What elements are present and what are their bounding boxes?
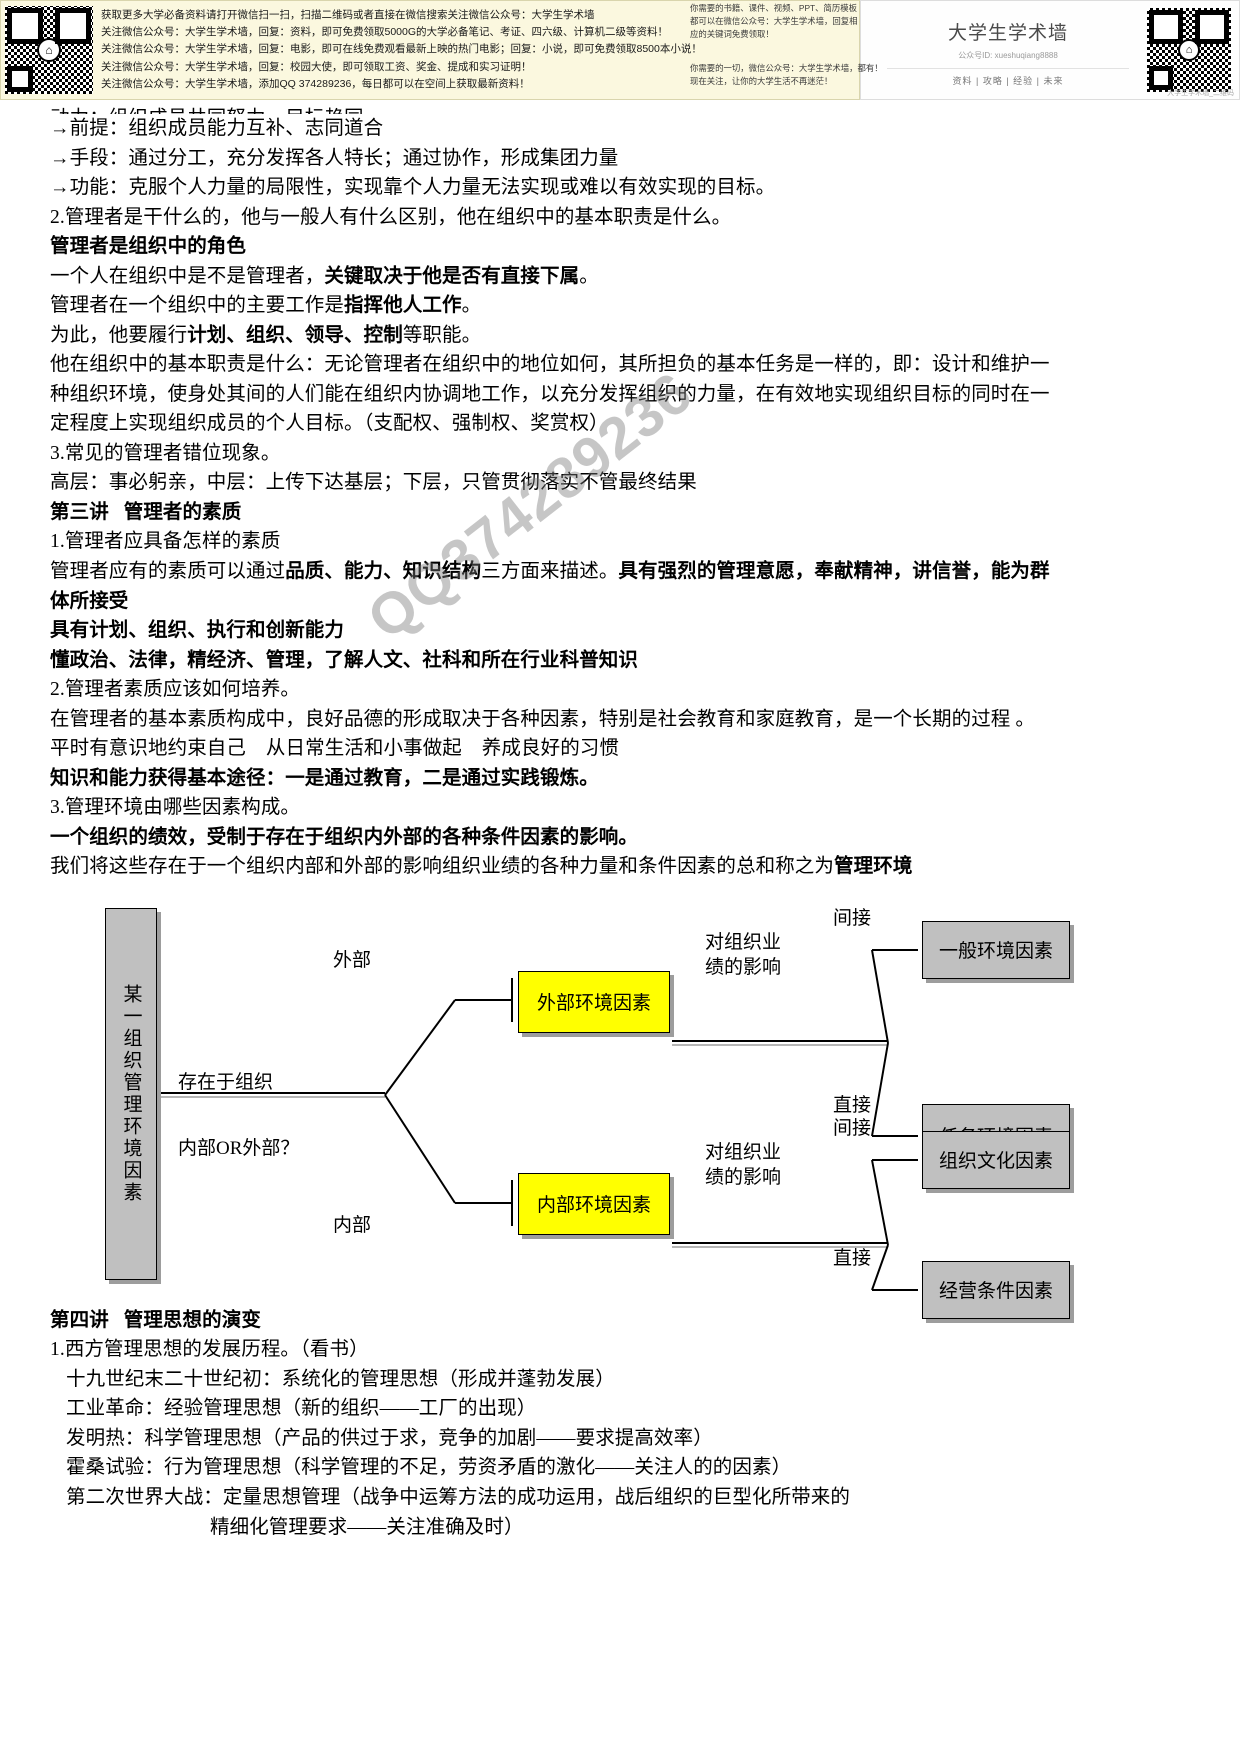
account-nav-links[interactable]: 资料 | 攻略 | 经验 | 未来 bbox=[952, 75, 1064, 86]
text-line: 2.管理者素质应该如何培养。 bbox=[50, 679, 301, 701]
qr-center-logo-icon: ⌂ bbox=[1178, 39, 1200, 61]
text-line: 1.管理者应具备怎样的素质 bbox=[50, 531, 281, 553]
diagram-node-internal-factors[interactable]: 内部环境因素 bbox=[518, 1172, 670, 1235]
edge-label-direct-bottom: 直接 bbox=[833, 1247, 872, 1269]
text-line: 具有计划、组织、执行和创新能力 bbox=[50, 620, 345, 642]
text-line: 3.管理环境由哪些因素构成。 bbox=[50, 797, 301, 819]
branch-label-inner: 内部 bbox=[333, 1214, 372, 1236]
text-span: 等职能。 bbox=[402, 324, 482, 346]
text-line-mixed: 我们将这些存在于一个组织内部和外部的影响组织业绩的各种力量和条件因素的总和称之为… bbox=[50, 852, 1205, 882]
text-line: 霍桑试验：行为管理思想（科学管理的不足，劳资矛盾的激化——关注人的的因素） bbox=[66, 1457, 792, 1479]
promo-banner-left: ⌂ 获取更多大学必备资料请打开微信扫一扫，扫描二维码或者直接在微信搜索关注微信公… bbox=[0, 0, 883, 100]
text-line: 在管理者的基本素质构成中，良好品德的形成取决于各种因素，特别是社会教育和家庭教育… bbox=[50, 708, 1035, 730]
promo-line: 应的关键词免费领取！ bbox=[690, 28, 774, 39]
text-line: 工业革命：经验管理思想（新的组织——工厂的出现） bbox=[66, 1398, 537, 1420]
effect-label-line2: 绩的影响 bbox=[705, 1166, 782, 1188]
section-heading: 第四讲 管理思想的演变 bbox=[50, 1309, 261, 1331]
edge-label-direct-top: 直接 bbox=[833, 1094, 872, 1116]
effect-label-line1: 对组织业 bbox=[705, 931, 782, 953]
text-span-bold: 计划、组织、领导、控制 bbox=[187, 324, 403, 346]
text-line: 第二次世界大战：定量思想管理（战争中运筹方法的成功运用，战后组织的巨型化所带来的 bbox=[66, 1487, 851, 1508]
text-span-bold: 关键取决于他是否有直接下属 bbox=[324, 265, 580, 287]
text-span: 为此，他要履行 bbox=[50, 324, 188, 346]
text-line: 2.管理者是干什么的，他与一般人有什么区别，他在组织中的基本职责是什么。 bbox=[50, 206, 732, 228]
text-line: 体所接受 bbox=[50, 590, 129, 612]
diagram-node-general-environment[interactable]: 一般环境因素 bbox=[922, 920, 1070, 979]
account-name: 大学生学术墙 bbox=[947, 22, 1068, 44]
account-id: 公众号ID: xueshuqiang8888 bbox=[958, 50, 1058, 60]
paragraph-line: 他在组织中的基本职责是什么：无论管理者在组织中的地位如何，其所担负的基本任务是一… bbox=[50, 354, 1050, 376]
effect-label-external: 对组织业 绩的影响 bbox=[705, 930, 781, 980]
diagram-node-operating-conditions[interactable]: 经营条件因素 bbox=[922, 1260, 1070, 1319]
effect-label-internal: 对组织业 绩的影响 bbox=[705, 1140, 781, 1190]
diagram-node-culture-factors[interactable]: 组织文化因素 bbox=[922, 1130, 1070, 1189]
promo-account-card: 大学生学术墙 公众号ID: xueshuqiang8888 资料 | 攻略 | … bbox=[860, 0, 1240, 100]
management-environment-diagram: 某一组织管理环境因素 存在于组织 内部OR外部？ 外部 内部 外部环境因素 内部… bbox=[50, 888, 1205, 1319]
branch-label-top: 存在于组织 bbox=[178, 1071, 274, 1093]
document-body: 动力：组织成员共同努力，目标趋同 →前提：组织成员能力互补、志同道合 →手段：通… bbox=[50, 104, 1205, 1542]
diagram-node-external-factors[interactable]: 外部环境因素 bbox=[518, 970, 670, 1033]
promo-line: 关注微信公众号：大学生学术墙，回复：资料，即可免费领取5000G的大学必备笔记、… bbox=[101, 26, 669, 39]
qrcode-caption: 大学生学术墙_二维码 bbox=[1167, 90, 1234, 97]
text-span-bold: 指挥他人工作 bbox=[344, 295, 462, 317]
qr-center-logo-icon: ⌂ bbox=[37, 38, 61, 62]
text-line-mixed: 管理者在一个组织中的主要工作是指挥他人工作。 bbox=[50, 291, 1205, 321]
section-subheading: 管理者是组织中的角色 bbox=[50, 236, 247, 258]
text-line: 1.西方管理思想的发展历程。（看书） bbox=[50, 1339, 369, 1361]
promo-line: 都可以在微信公众号：大学生学术墙，回复相 bbox=[690, 15, 858, 26]
promo-line: 关注微信公众号：大学生学术墙，添加QQ 374289236，每日都可以在空间上获… bbox=[101, 77, 530, 90]
promo-banner: ⌂ 获取更多大学必备资料请打开微信扫一扫，扫描二维码或者直接在微信搜索关注微信公… bbox=[0, 0, 1240, 100]
edge-label-indirect-top: 间接 bbox=[833, 907, 872, 929]
divider bbox=[887, 67, 1129, 69]
text-line: →手段：通过分工，充分发挥各人特长；通过协作，形成集团力量 bbox=[50, 147, 619, 169]
promo-line: 你需要的一切，微信公众号：大学生学术墙，都有！ bbox=[690, 63, 883, 73]
text-span: 。 bbox=[461, 295, 482, 317]
diagram-connectors bbox=[158, 948, 918, 1291]
text-line: 3.常见的管理者错位现象。 bbox=[50, 442, 281, 464]
qrcode-icon[interactable]: ⌂ bbox=[5, 6, 93, 94]
text-line: 发明热：科学管理思想（产品的供过于求，竞争的加剧——要求提高效率） bbox=[66, 1427, 713, 1449]
text-span-bold: 管理环境 bbox=[834, 856, 913, 878]
text-line: 一个组织的绩效，受制于存在于组织内外部的各种条件因素的影响。 bbox=[50, 826, 639, 848]
paragraph-line: 定程度上实现组织成员的个人目标。（支配权、强制权、奖赏权） bbox=[50, 413, 609, 435]
text-line-mixed: 为此，他要履行计划、组织、领导、控制等职能。 bbox=[50, 321, 1205, 351]
branch-label-outer: 外部 bbox=[333, 949, 372, 971]
text-span: 一个人在组织中是不是管理者， bbox=[50, 265, 325, 287]
text-span-bold: 品质、能力、知识结构 bbox=[285, 560, 482, 582]
effect-label-line1: 对组织业 bbox=[705, 1141, 782, 1163]
promo-line: 获取更多大学必备资料请打开微信扫一扫，扫描二维码或者直接在微信搜索关注微信公众号… bbox=[101, 9, 595, 22]
text-span: 。 bbox=[579, 265, 599, 287]
text-line-mixed: 一个人在组织中是不是管理者，关键取决于他是否有直接下属。 bbox=[50, 262, 1205, 292]
text-line: 高层：事必躬亲，中层：上传下达基层；下层，只管贯彻落实不管最终结果 bbox=[50, 472, 697, 494]
text-line: →功能：克服个人力量的局限性，实现靠个人力量无法实现或难以有效实现的目标。 bbox=[50, 177, 776, 199]
paragraph-line: 种组织环境，使身处其间的人们能在组织内协调地工作，以充分发挥组织的力量，在有效地… bbox=[50, 383, 1050, 405]
effect-label-line2: 绩的影响 bbox=[705, 956, 782, 978]
text-span: 管理者在一个组织中的主要工作是 bbox=[50, 295, 345, 317]
qrcode-secondary-icon[interactable]: ⌂ bbox=[1147, 8, 1231, 92]
section-heading: 第三讲 管理者的素质 bbox=[50, 501, 242, 523]
text-span-bold: 具有强烈的管理意愿，奉献精神，讲信誉，能为群 bbox=[618, 560, 1050, 582]
promo-line: 你需要的书籍、课件、视频、PPT、简历模板 bbox=[690, 3, 858, 13]
text-span: 管理者应有的素质可以通过 bbox=[50, 560, 286, 582]
text-span: 三方面来描述。 bbox=[481, 560, 619, 582]
text-line: 十九世纪末二十世纪初：系统化的管理思想（形成并蓬勃发展） bbox=[66, 1368, 615, 1390]
text-line: 平时有意识地约束自己 从日常生活和小事做起 养成良好的习惯 bbox=[50, 738, 620, 760]
text-span: 我们将这些存在于一个组织内部和外部的影响组织业绩的各种力量和条件因素的总和称之为 bbox=[50, 856, 835, 878]
text-line: 懂政治、法律，精经济、管理，了解人文、社科和所在行业科普知识 bbox=[50, 649, 639, 671]
promo-line: 关注微信公众号：大学生学术墙，回复：电影，即可在线免费观看最新上映的热门电影；回… bbox=[101, 43, 702, 56]
promo-text-lines: 获取更多大学必备资料请打开微信扫一扫，扫描二维码或者直接在微信搜索关注微信公众号… bbox=[93, 7, 855, 93]
text-line: →前提：组织成员能力互补、志同道合 bbox=[50, 118, 384, 139]
promo-secondary-text: 你需要的书籍、课件、视频、PPT、简历模板 都可以在微信公众号：大学生学术墙，回… bbox=[690, 2, 870, 40]
text-line-mixed: 管理者应有的素质可以通过品质、能力、知识结构三方面来描述。具有强烈的管理意愿，奉… bbox=[50, 557, 1205, 587]
text-line: 知识和能力获得基本途径：一是通过教育，二是通过实践锻炼。 bbox=[50, 767, 599, 789]
promo-tertiary-text: 你需要的一切，微信公众号：大学生学术墙，都有！ 现在关注，让你的大学生活不再迷茫… bbox=[690, 62, 890, 87]
text-line: 精细化管理要求——关注准确及时） bbox=[210, 1516, 524, 1538]
promo-line: 关注微信公众号：大学生学术墙，回复：校园大使，即可领取工资、奖金、提成和实习证明… bbox=[101, 60, 532, 73]
clipped-line: 动力：组织成员共同努力，目标趋同 bbox=[50, 104, 1205, 114]
promo-line: 现在关注，让你的大学生活不再迷茫！ bbox=[690, 75, 833, 86]
account-card-body: 大学生学术墙 公众号ID: xueshuqiang8888 资料 | 攻略 | … bbox=[869, 14, 1147, 87]
edge-label-indirect-bottom: 间接 bbox=[833, 1117, 872, 1139]
branch-label-bottom: 内部OR外部？ bbox=[178, 1137, 300, 1159]
diagram-root-node[interactable]: 某一组织管理环境因素 bbox=[105, 907, 157, 1280]
